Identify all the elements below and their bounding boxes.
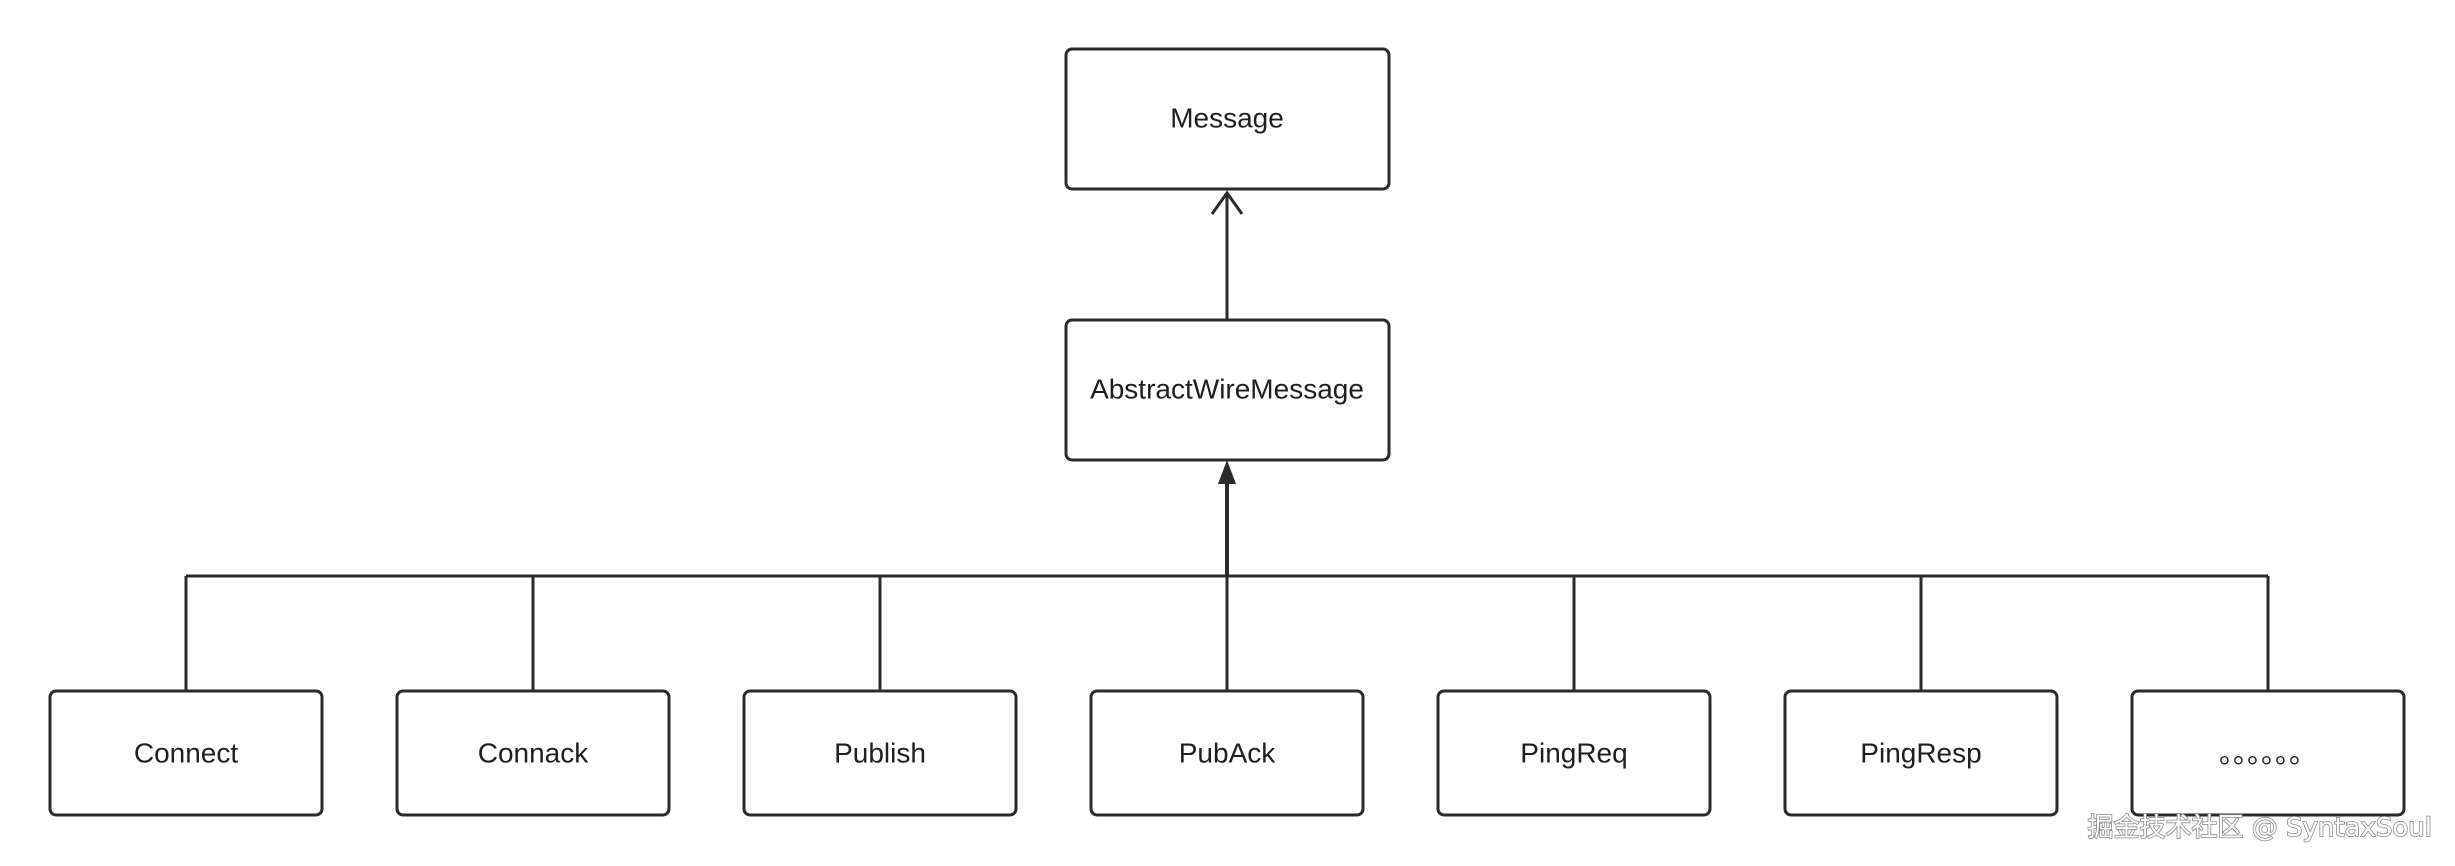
more-label: 。。。。。。 — [2219, 737, 2317, 768]
puback-box — [1089, 689, 1365, 817]
pingreq-label: PingReq — [1520, 737, 1627, 768]
more-box — [2130, 689, 2406, 817]
connack-box — [395, 689, 671, 817]
message-node: Message — [1064, 47, 1391, 191]
connack-node: Connack — [395, 689, 671, 817]
message-box — [1064, 47, 1391, 191]
connect-node: Connect — [48, 689, 324, 817]
open-arrowhead-icon — [1210, 190, 1244, 215]
abstract-to-message-arrow — [1210, 190, 1244, 320]
more-node: 。。。。。。 — [2130, 689, 2406, 817]
publish-box — [742, 689, 1018, 817]
pingreq-node: PingReq — [1436, 689, 1712, 817]
filled-arrowhead-icon — [1218, 460, 1236, 484]
abstract-wire-message-box — [1064, 318, 1391, 462]
publish-node: Publish — [742, 689, 1018, 817]
watermark-text: 掘金技术社区 @ SyntaxSoul — [2087, 813, 2432, 843]
children-connector — [184, 460, 2270, 691]
abstract-wire-message-node: AbstractWireMessage — [1064, 318, 1391, 462]
message-label: Message — [1170, 102, 1284, 133]
pingresp-box — [1783, 689, 2059, 817]
pingresp-node: PingResp — [1783, 689, 2059, 817]
pingresp-label: PingResp — [1860, 737, 1981, 768]
puback-label: PubAck — [1179, 737, 1276, 768]
pingreq-box — [1436, 689, 1712, 817]
abstract-wire-message-label: AbstractWireMessage — [1090, 373, 1364, 404]
connect-box — [48, 689, 324, 817]
puback-node: PubAck — [1089, 689, 1365, 817]
connect-label: Connect — [134, 737, 239, 768]
publish-label: Publish — [834, 737, 926, 768]
connack-label: Connack — [478, 737, 590, 768]
